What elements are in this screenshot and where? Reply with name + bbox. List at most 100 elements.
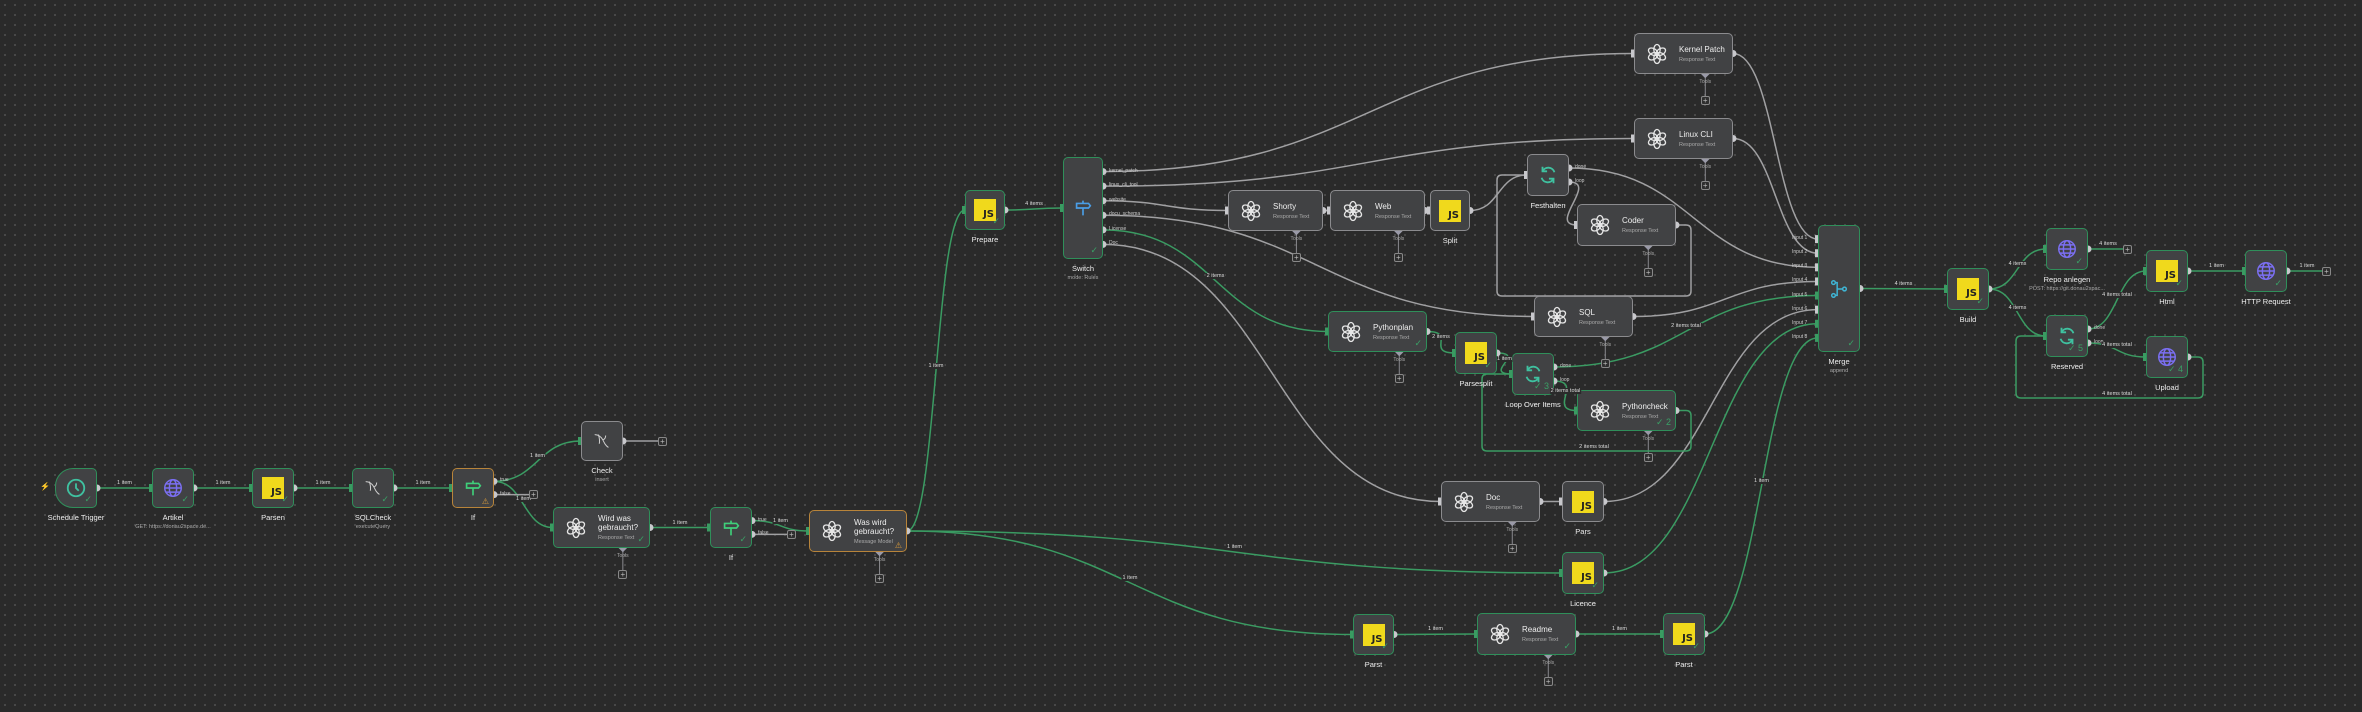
add-tool-button[interactable]: + [1393,253,1403,262]
connection-pythonplan-parsesplit[interactable] [1426,330,1456,354]
connection-pythoncheck-loop[interactable] [1481,373,1692,452]
input-port[interactable] [962,206,966,214]
input-port[interactable] [1815,249,1819,258]
input-port[interactable] [578,437,582,445]
connection-festhalten-coder[interactable] [1566,181,1580,226]
connection-switch-pythonplan[interactable] [1102,229,1329,333]
connection-prepare-switch[interactable] [1004,207,1064,211]
input-port[interactable] [1225,206,1229,215]
input-port[interactable] [1427,206,1431,215]
input-port[interactable] [1815,291,1819,300]
input-port[interactable] [1815,319,1819,328]
input-port[interactable] [1559,497,1563,506]
input-port[interactable] [806,527,810,535]
input-port[interactable] [1452,349,1456,357]
input-port[interactable] [349,484,353,492]
add-tool-button[interactable]: + [618,570,628,579]
input-port[interactable] [1438,497,1442,506]
node-repo[interactable]: ✓ [2046,228,2088,270]
input-port[interactable] [1350,630,1354,639]
input-port[interactable] [1660,630,1664,638]
node-sqlcheck[interactable]: ✓ [352,468,394,508]
connection-merge-build[interactable] [1859,287,1948,290]
connection-split-festhalten[interactable] [1469,174,1528,212]
add-tool-button[interactable]: + [1700,181,1710,190]
add-node-button[interactable]: + [658,436,667,446]
node-parst2[interactable]: JS✓ [1663,613,1705,655]
input-port[interactable] [1559,569,1563,577]
node-switch[interactable]: ✓ [1063,157,1103,259]
connection-waswird-prepare[interactable] [906,209,966,532]
node-merge[interactable]: ✓ [1818,225,1860,352]
add-tool-button[interactable]: + [1700,96,1710,105]
add-tool-button[interactable]: + [1394,374,1404,383]
node-split[interactable]: JS [1430,190,1470,231]
node-artikel[interactable]: ✓ [152,468,194,508]
connection-reserved-upload[interactable] [2087,342,2147,358]
connection-switch-sql[interactable] [1102,214,1535,318]
input-port[interactable] [1474,630,1478,638]
add-node-button[interactable]: + [2123,244,2132,254]
node-waswird[interactable]: Was wird gebraucht?Message Model⚠ [809,510,907,552]
input-port[interactable] [1815,235,1819,244]
input-port[interactable] [1060,204,1064,212]
input-port[interactable] [1631,134,1635,143]
input-port[interactable] [1574,221,1578,229]
connection-upload-reserved[interactable] [2015,335,2204,399]
input-port[interactable] [2143,353,2147,361]
node-festhalten[interactable] [1527,154,1569,196]
connection-festhalten-merge[interactable] [1568,167,1819,269]
input-port[interactable] [1531,312,1535,321]
node-build[interactable]: JS✓ [1947,268,1989,310]
node-if2[interactable]: ✓ [710,507,752,548]
input-port[interactable] [1509,370,1513,378]
node-prepare[interactable]: JS✓ [965,190,1005,230]
input-port[interactable] [1815,277,1819,286]
node-pars[interactable]: JS [1562,481,1604,522]
connection-switch-kernel[interactable] [1102,52,1635,173]
connection-build-reserved[interactable] [1988,288,2047,337]
add-tool-button[interactable]: + [1643,453,1653,462]
connection-waswird-parst1[interactable] [906,530,1354,636]
add-tool-button[interactable]: + [1600,359,1610,368]
input-port[interactable] [1815,333,1819,342]
add-node-button[interactable]: + [529,490,538,500]
input-port[interactable] [2043,332,2047,340]
input-port[interactable] [1815,305,1819,314]
input-port[interactable] [1944,285,1948,293]
input-port[interactable] [550,523,554,532]
node-if1[interactable]: ⚠ [452,468,494,508]
input-port[interactable] [2242,267,2246,275]
input-port[interactable] [449,484,453,492]
node-html[interactable]: JS✓ [2146,250,2188,292]
connection-switch-doc[interactable] [1102,243,1442,503]
connection-loop-pythoncheck[interactable] [1553,380,1578,412]
input-port[interactable] [2043,245,2047,253]
add-node-button[interactable]: + [787,529,796,539]
connection-if2-waswird[interactable] [751,519,810,532]
node-parsen[interactable]: JS✓ [252,468,294,508]
input-port[interactable] [1524,171,1528,179]
node-loop[interactable]: ✓ 3 [1512,353,1554,395]
node-parsesplit[interactable]: JS✓ [1455,332,1497,374]
input-port[interactable] [1327,206,1331,215]
node-check[interactable] [581,421,623,461]
node-trigger[interactable]: ✓ [55,468,97,508]
connection-linux-merge[interactable] [1732,137,1819,254]
node-parst1[interactable]: JS✓ [1353,614,1394,655]
connection-switch-shorty[interactable] [1102,199,1229,212]
connection-if1-check[interactable] [493,440,582,483]
connection-switch-linux[interactable] [1102,137,1635,187]
connection-sql-merge[interactable] [1632,280,1819,318]
input-port[interactable] [149,484,153,492]
input-port[interactable] [1325,327,1329,336]
add-node-button[interactable]: + [2322,266,2331,276]
connection-parst2-merge[interactable] [1704,337,1819,635]
